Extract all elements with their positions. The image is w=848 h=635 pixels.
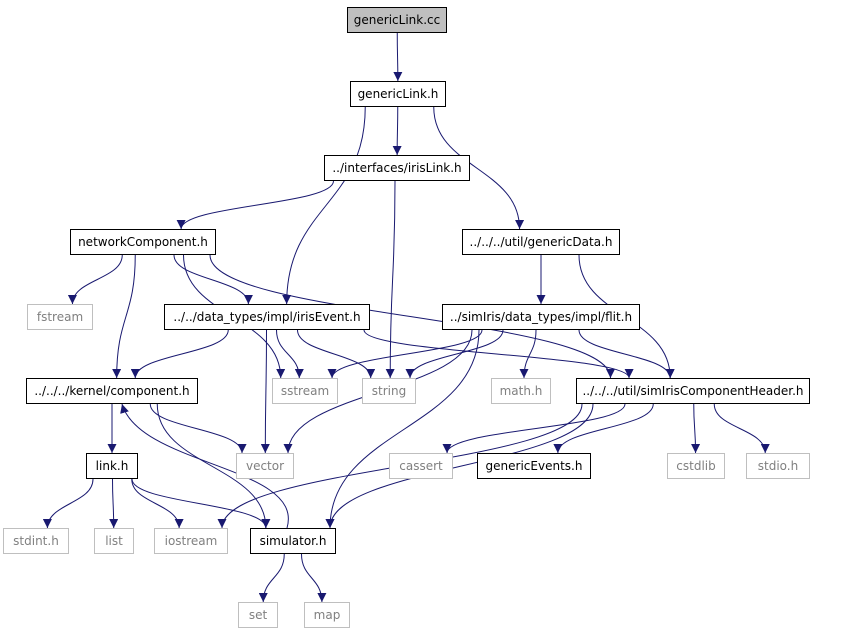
edge-flit-to-sstream bbox=[327, 329, 483, 379]
node-link-h[interactable]: link.h bbox=[86, 453, 138, 479]
node-genericlink-h[interactable]: genericLink.h bbox=[350, 81, 446, 107]
edge-networkComponent-to-irisEvent bbox=[173, 254, 253, 305]
node-genericlink-cc: genericLink.cc bbox=[347, 7, 447, 33]
edge-genericLink_h-to-genericData bbox=[433, 106, 525, 230]
edge-flit-to-simulator bbox=[325, 329, 480, 529]
edge-link-to-simulator bbox=[131, 478, 271, 529]
edge-irisEvent-to-string bbox=[297, 329, 376, 379]
edge-simulator-to-component bbox=[120, 403, 289, 529]
node-irislink-h[interactable]: ../interfaces/irisLink.h bbox=[324, 155, 470, 181]
node-cstdlib: cstdlib bbox=[667, 453, 725, 479]
edge-link-to-stdint bbox=[42, 478, 94, 529]
edge-simIrisHeader-to-stdio bbox=[713, 403, 770, 454]
edge-genericLink_cc-to-genericLink_h bbox=[393, 32, 403, 82]
edge-genericLink_h-to-irisEvent bbox=[282, 106, 366, 305]
node-genericevents-h[interactable]: genericEvents.h bbox=[477, 453, 591, 479]
node-map: map bbox=[304, 602, 350, 628]
node-string: string bbox=[362, 378, 416, 404]
edge-irisEvent-to-vector bbox=[260, 329, 270, 454]
edge-networkComponent-to-component bbox=[112, 254, 136, 379]
node-simiriscomponentheader-h[interactable]: ../../../util/simIrisComponentHeader.h bbox=[576, 378, 810, 404]
edge-simulator-to-set bbox=[258, 553, 285, 603]
edge-simIrisHeader-to-simulator bbox=[325, 403, 594, 529]
edge-component-to-vector bbox=[149, 403, 247, 454]
edge-link-to-list bbox=[109, 478, 119, 529]
node-vector: vector bbox=[236, 453, 294, 479]
edge-networkComponent-to-simIrisHeader bbox=[209, 254, 615, 379]
node-stdint-h: stdint.h bbox=[3, 528, 69, 554]
node-simulator-h[interactable]: simulator.h bbox=[250, 528, 336, 554]
edge-component-to-simulator bbox=[156, 403, 271, 529]
node-networkcomponent-h[interactable]: networkComponent.h bbox=[70, 229, 216, 255]
node-set: set bbox=[238, 602, 278, 628]
edge-flit-to-simIrisHeader bbox=[578, 329, 675, 379]
node-fstream: fstream bbox=[27, 304, 93, 330]
node-sstream: sstream bbox=[272, 378, 338, 404]
edge-irisEvent-to-component bbox=[130, 329, 229, 379]
edge-flit-to-string bbox=[405, 329, 504, 379]
edge-irisEvent-to-sstream bbox=[276, 329, 304, 379]
node-genericdata-h[interactable]: ../../../util/genericData.h bbox=[462, 229, 620, 255]
edge-genericLink_h-to-irisLink bbox=[392, 106, 402, 156]
edge-flit-to-math bbox=[519, 329, 537, 379]
node-flit-h[interactable]: ../simIris/data_types/impl/flit.h bbox=[442, 304, 640, 330]
edge-simIrisHeader-to-cassert bbox=[442, 403, 626, 454]
node-component-h[interactable]: ../../../kernel/component.h bbox=[26, 378, 198, 404]
node-math-h: math.h bbox=[491, 378, 551, 404]
edge-simIrisHeader-to-genericEvents bbox=[553, 403, 654, 454]
edge-irisEvent-to-simIrisHeader bbox=[363, 329, 634, 379]
edge-irisLink-to-networkComponent bbox=[176, 180, 334, 230]
edge-irisLink-to-string bbox=[385, 180, 396, 379]
edge-link-to-iostream bbox=[131, 478, 184, 529]
edge-simIrisHeader-to-cstdlib bbox=[691, 403, 701, 454]
node-cassert: cassert bbox=[389, 453, 453, 479]
edge-networkComponent-to-fstream bbox=[67, 254, 123, 305]
edge-simulator-to-map bbox=[301, 553, 327, 603]
node-list: list bbox=[94, 528, 134, 554]
node-iostream: iostream bbox=[154, 528, 228, 554]
node-stdio-h: stdio.h bbox=[746, 453, 810, 479]
node-irisevent-h[interactable]: ../../data_types/impl/irisEvent.h bbox=[164, 304, 370, 330]
